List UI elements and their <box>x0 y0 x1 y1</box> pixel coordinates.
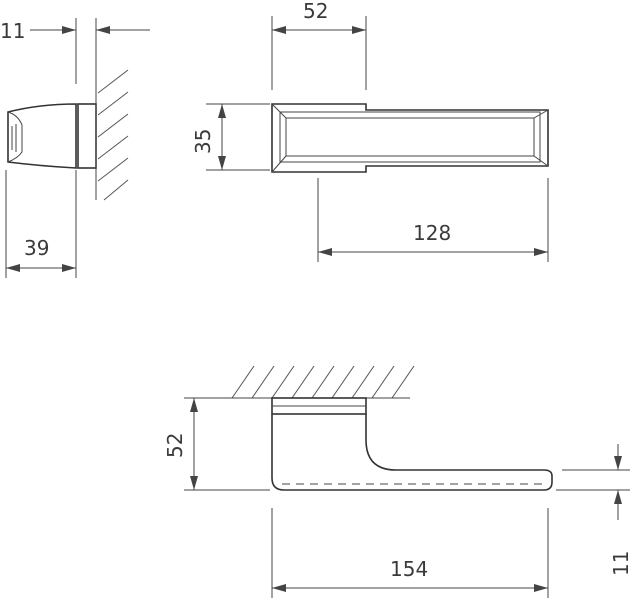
front-view: 52 11 154 <box>163 365 630 598</box>
dim-front-height: 52 <box>163 433 187 458</box>
dim-top-height: 35 <box>191 129 215 154</box>
dim-top-rose-width: 52 <box>303 0 328 23</box>
dim-side-top-width: 11 <box>0 19 25 43</box>
dim-front-lever-thickness: 11 <box>609 551 630 576</box>
dim-top-lever-length: 128 <box>413 221 451 245</box>
top-view: 52 35 128 <box>191 0 549 262</box>
dim-side-length: 39 <box>24 236 49 260</box>
side-view: 11 39 <box>0 18 150 278</box>
dim-front-lever-length: 154 <box>390 557 428 581</box>
